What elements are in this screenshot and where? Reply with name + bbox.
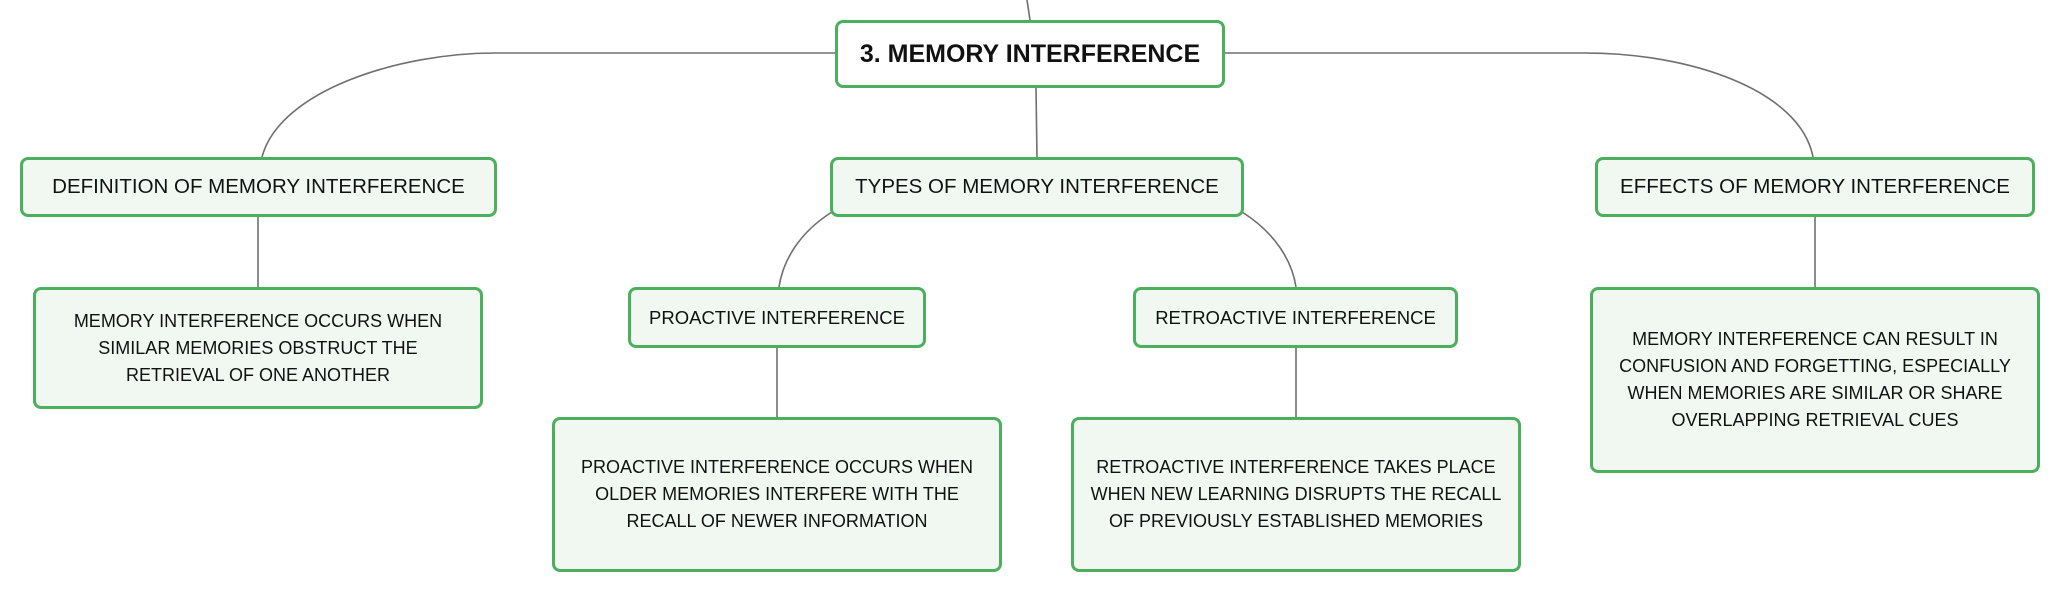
definition-label: DEFINITION OF MEMORY INTERFERENCE [52,175,465,198]
proactive-node[interactable]: PROACTIVE INTERFERENCE [628,287,926,348]
proactive-detail-node[interactable]: PROACTIVE INTERFERENCE OCCURS WHEN OLDER… [552,417,1002,572]
connector-root-to-types [1035,87,1038,158]
effects-detail-node[interactable]: MEMORY INTERFERENCE CAN RESULT IN CONFUS… [1590,287,2040,473]
definition-node[interactable]: DEFINITION OF MEMORY INTERFERENCE [20,157,497,217]
effects-label: EFFECTS OF MEMORY INTERFERENCE [1620,175,2010,198]
retroactive-label: RETROACTIVE INTERFERENCE [1155,306,1436,328]
connector-root-to-effects [1225,52,1814,158]
definition-detail-text: MEMORY INTERFERENCE OCCURS WHEN SIMILAR … [73,310,443,385]
retroactive-detail-node[interactable]: RETROACTIVE INTERFERENCE TAKES PLACE WHE… [1071,417,1521,572]
types-node[interactable]: TYPES OF MEMORY INTERFERENCE [830,157,1244,217]
proactive-detail-text: PROACTIVE INTERFERENCE OCCURS WHEN OLDER… [580,457,974,531]
definition-detail-node[interactable]: MEMORY INTERFERENCE OCCURS WHEN SIMILAR … [33,287,483,409]
retroactive-node[interactable]: RETROACTIVE INTERFERENCE [1133,287,1458,348]
root-topic-label: 3. MEMORY INTERFERENCE [859,39,1201,68]
proactive-label: PROACTIVE INTERFERENCE [649,306,905,328]
connector-types-to-retroactive [1241,211,1297,288]
connector-parent-to-root [1026,0,1031,21]
retroactive-detail-text: RETROACTIVE INTERFERENCE TAKES PLACE WHE… [1090,457,1502,531]
root-topic-node[interactable]: 3. MEMORY INTERFERENCE [835,20,1225,88]
effects-node[interactable]: EFFECTS OF MEMORY INTERFERENCE [1595,157,2035,217]
types-label: TYPES OF MEMORY INTERFERENCE [855,175,1219,198]
connector-types-to-proactive [778,211,833,288]
connector-root-to-definition [261,52,835,158]
effects-detail-text: MEMORY INTERFERENCE CAN RESULT IN CONFUS… [1619,329,2011,430]
